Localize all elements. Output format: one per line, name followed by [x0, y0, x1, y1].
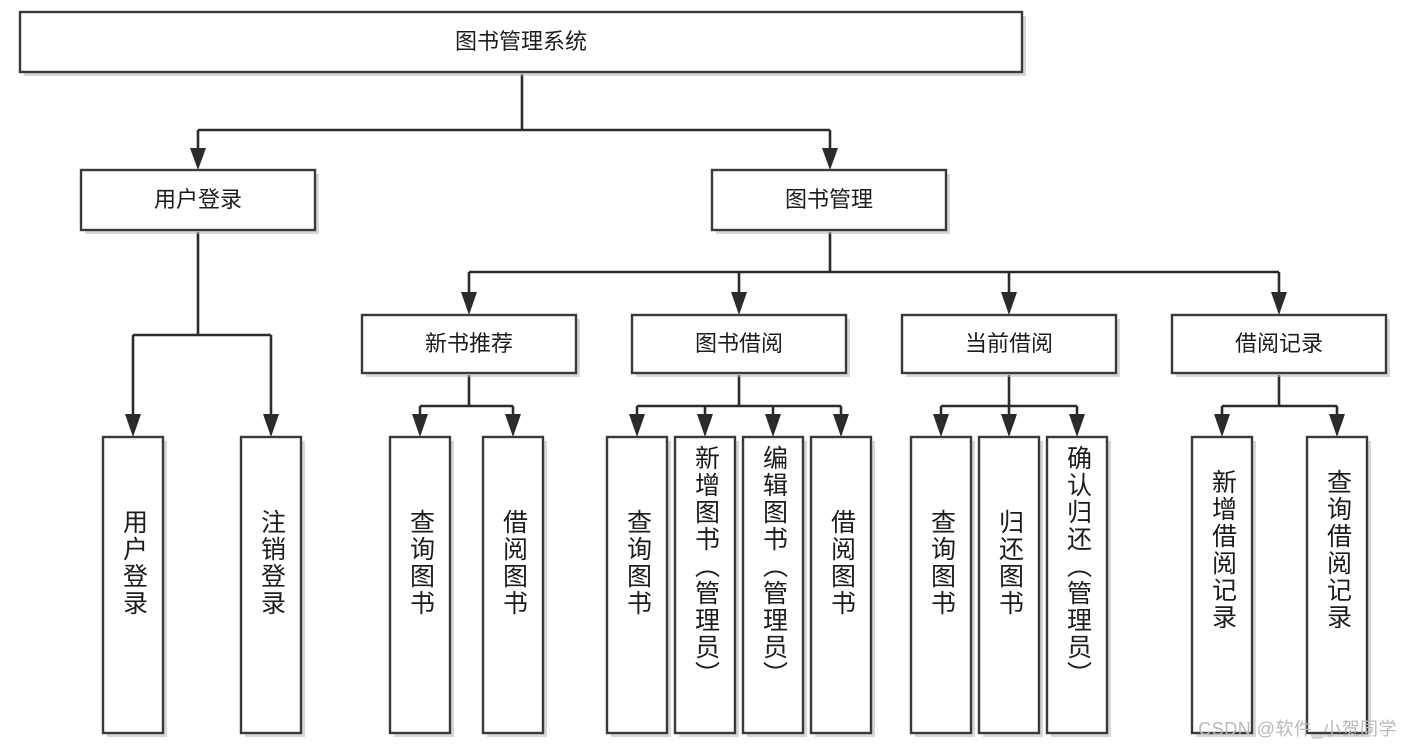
node-leaf-confirm-return[interactable]: [1045, 435, 1111, 737]
node-borrow-record-label: 借阅记录: [1235, 331, 1323, 356]
arrowhead-user-login: [190, 148, 206, 170]
node-leaf-edit-book[interactable]: [741, 435, 807, 737]
arrowhead-leaf-query-book-1: [412, 414, 428, 437]
arrowhead-leaf-query-record: [1329, 414, 1345, 437]
node-current-borrow-label: 当前借阅: [965, 331, 1053, 356]
node-leaf-borrow-book-1[interactable]: [481, 435, 547, 737]
node-leaf-query-book-3[interactable]: [909, 435, 975, 737]
node-leaf-return-book[interactable]: [977, 435, 1043, 737]
node-book-borrow[interactable]: 图书借阅: [630, 313, 850, 377]
node-user-login-label: 用户登录: [154, 187, 242, 212]
node-book-borrow-label: 图书借阅: [695, 331, 783, 356]
node-leaf-user-login[interactable]: [101, 435, 167, 737]
arrowhead-current-borrow: [1001, 292, 1017, 315]
node-root[interactable]: 图书管理系统: [18, 10, 1026, 76]
node-root-label: 图书管理系统: [455, 29, 587, 54]
watermark: CSDN @软件_小贺同学: [1198, 719, 1397, 739]
leaf-boxes-layer: [101, 435, 1371, 737]
arrowhead-leaf-borrow-book-1: [505, 414, 521, 437]
node-leaf-query-book-2[interactable]: [605, 435, 671, 737]
node-new-book-recommend[interactable]: 新书推荐: [360, 313, 580, 377]
arrowhead-leaf-add-book: [697, 414, 713, 437]
arrowhead-leaf-edit-book: [765, 414, 781, 437]
node-borrow-record[interactable]: 借阅记录: [1170, 313, 1390, 377]
arrowhead-leaf-add-record: [1214, 414, 1230, 437]
arrowhead-leaf-borrow-book-2: [833, 414, 849, 437]
arrowhead-book-manage: [822, 148, 838, 170]
connectors-layer: [125, 74, 1345, 437]
node-leaf-add-record[interactable]: [1190, 435, 1256, 737]
node-leaf-query-book-1[interactable]: [388, 435, 454, 737]
node-leaf-add-book[interactable]: [673, 435, 739, 737]
node-leaf-logout-login[interactable]: [239, 435, 305, 737]
node-user-login[interactable]: 用户登录: [79, 168, 319, 234]
arrowhead-leaf-return-book: [1001, 414, 1017, 437]
node-new-book-recommend-label: 新书推荐: [425, 331, 513, 356]
arrowhead-borrow-record: [1271, 292, 1287, 315]
arrowhead-leaf-query-book-2: [629, 414, 645, 437]
arrowhead-leaf-user-login: [125, 414, 141, 437]
arrowhead-new-book-recommend: [461, 292, 477, 315]
arrowhead-book-borrow: [731, 292, 747, 315]
node-leaf-borrow-book-2[interactable]: [809, 435, 875, 737]
node-book-manage[interactable]: 图书管理: [710, 168, 950, 234]
node-book-manage-label: 图书管理: [785, 187, 873, 212]
arrowhead-leaf-logout-login: [263, 414, 279, 437]
arrowhead-leaf-confirm-return: [1069, 414, 1085, 437]
node-leaf-query-record[interactable]: [1305, 435, 1371, 737]
arrowhead-leaf-query-book-3: [933, 414, 949, 437]
node-current-borrow[interactable]: 当前借阅: [900, 313, 1120, 377]
